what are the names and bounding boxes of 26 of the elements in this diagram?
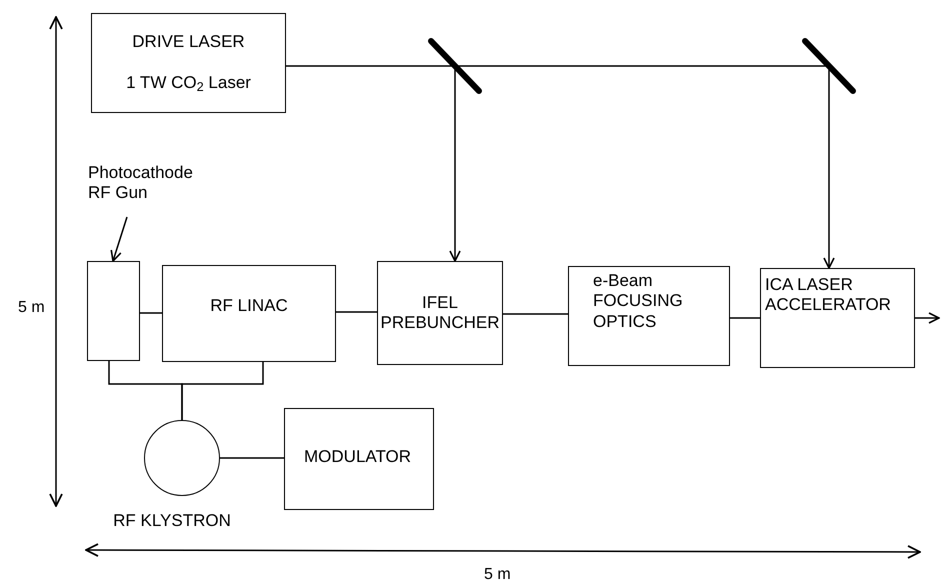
node-label: IFEL PREBUNCHER bbox=[380, 292, 500, 334]
dimension-label: 5 m bbox=[18, 298, 45, 318]
component-box bbox=[284, 408, 434, 510]
node-label: MODULATOR bbox=[304, 447, 412, 468]
connector-line bbox=[181, 362, 264, 420]
connector-line bbox=[730, 317, 760, 319]
node-label: Photocathode RF Gun bbox=[88, 163, 194, 204]
node-label: RF LINAC bbox=[210, 296, 288, 316]
component-box bbox=[377, 261, 503, 365]
component-box bbox=[568, 266, 730, 366]
connector-line bbox=[140, 312, 162, 314]
node-label: DRIVE LASER bbox=[132, 32, 245, 53]
node-label: e-Beam FOCUSING OPTICS bbox=[593, 271, 684, 332]
connector-line bbox=[220, 457, 284, 459]
node-label: ICA LASER ACCELERATOR bbox=[765, 275, 892, 316]
leader-line bbox=[110, 216, 128, 262]
arrow bbox=[915, 312, 940, 324]
gun-box bbox=[87, 261, 140, 361]
component-caption: RF KLYSTRON bbox=[112, 510, 232, 532]
component-box bbox=[162, 265, 336, 362]
dimension-label: 5 m bbox=[484, 565, 511, 580]
connector-line bbox=[503, 313, 568, 315]
node-label: 1 TW CO$_{2}$ Laser bbox=[126, 73, 251, 94]
component-box bbox=[760, 268, 915, 368]
component-box bbox=[91, 13, 286, 113]
connector-line bbox=[336, 311, 377, 313]
